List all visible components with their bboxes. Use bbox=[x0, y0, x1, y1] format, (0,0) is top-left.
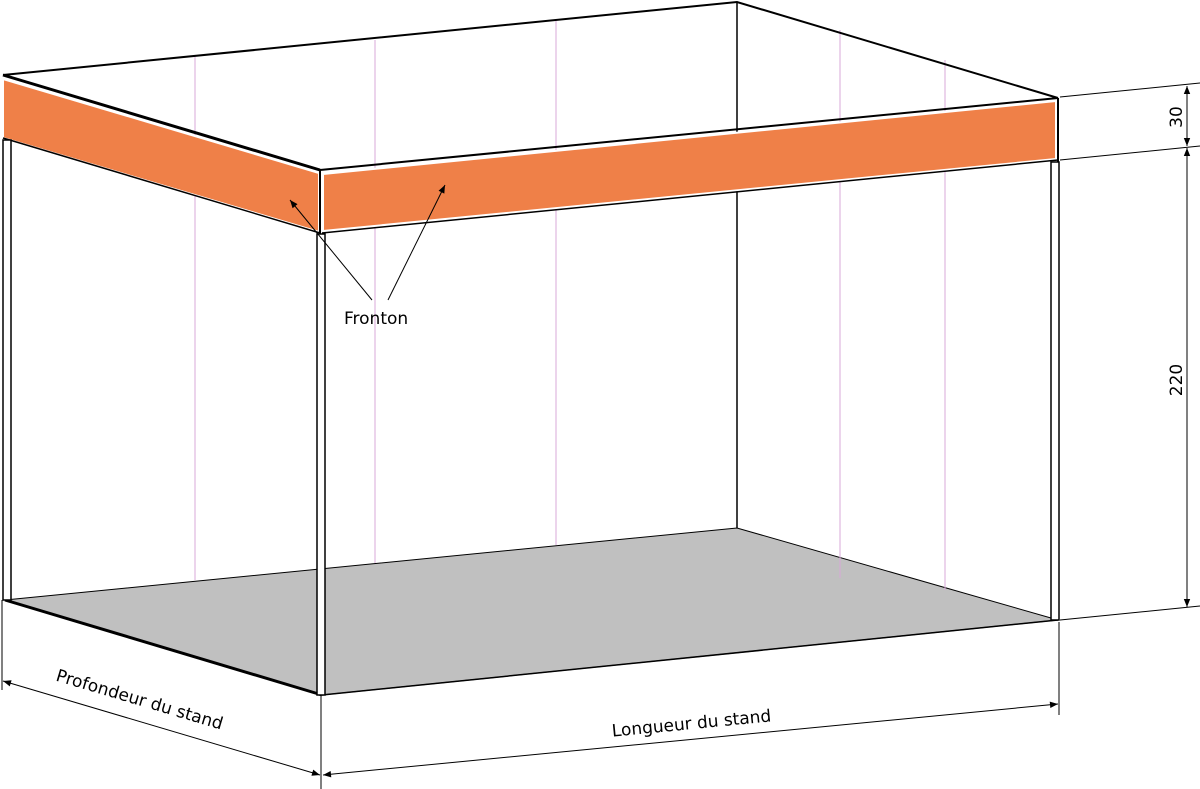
floor-edge-front bbox=[321, 619, 1059, 696]
top-frame bbox=[2, 0, 1059, 99]
height-main-label: 220 bbox=[1167, 364, 1187, 396]
fronton-arrow-side bbox=[289, 199, 373, 301]
floor-dimensions bbox=[1, 600, 1060, 789]
wall-grid-lines bbox=[194, 20, 946, 590]
fronton-label: Fronton bbox=[344, 309, 408, 329]
fronton-arrow-front bbox=[387, 184, 446, 301]
length-label: Longueur du stand bbox=[611, 706, 772, 741]
depth-label: Profondeur du stand bbox=[54, 666, 226, 734]
corner-posts bbox=[2, 98, 1060, 696]
floor-edge-left bbox=[4, 598, 323, 697]
height-top-label: 30 bbox=[1167, 106, 1187, 128]
stand-floor bbox=[4, 527, 1059, 696]
fronton-front bbox=[322, 99, 1057, 233]
height-dimensions bbox=[1059, 82, 1200, 621]
